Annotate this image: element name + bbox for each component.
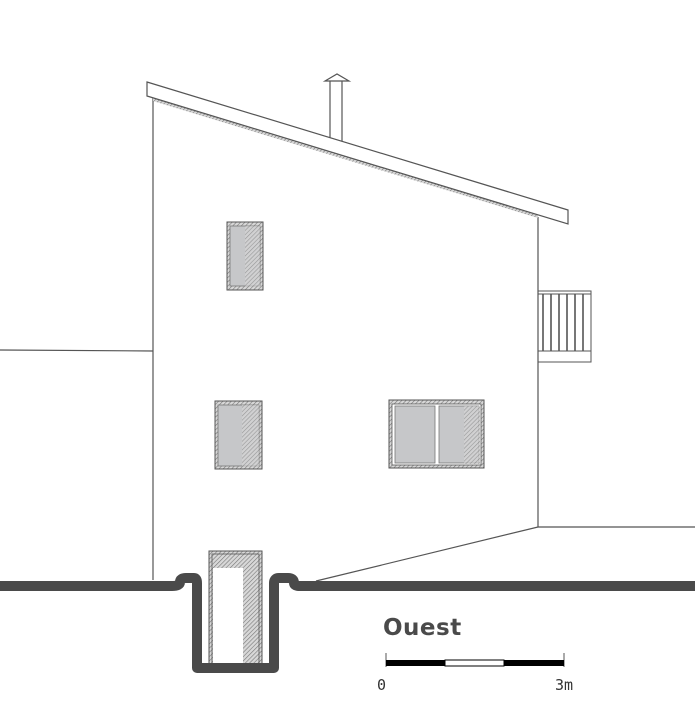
window-double bbox=[388, 399, 485, 469]
ground-line bbox=[0, 573, 695, 673]
chimney bbox=[322, 73, 352, 141]
window-upper bbox=[226, 221, 264, 291]
slope-line bbox=[315, 526, 539, 582]
scale-bar bbox=[385, 653, 565, 667]
basement-door bbox=[208, 550, 263, 666]
scale-end-label: 3m bbox=[555, 676, 574, 694]
balcony-railing bbox=[537, 290, 592, 363]
left-neighbor-line bbox=[0, 349, 154, 352]
scale-start-label: 0 bbox=[377, 676, 387, 694]
elevation-title: Ouest bbox=[383, 615, 462, 641]
window-middle-left bbox=[214, 400, 263, 470]
roof bbox=[146, 81, 569, 225]
